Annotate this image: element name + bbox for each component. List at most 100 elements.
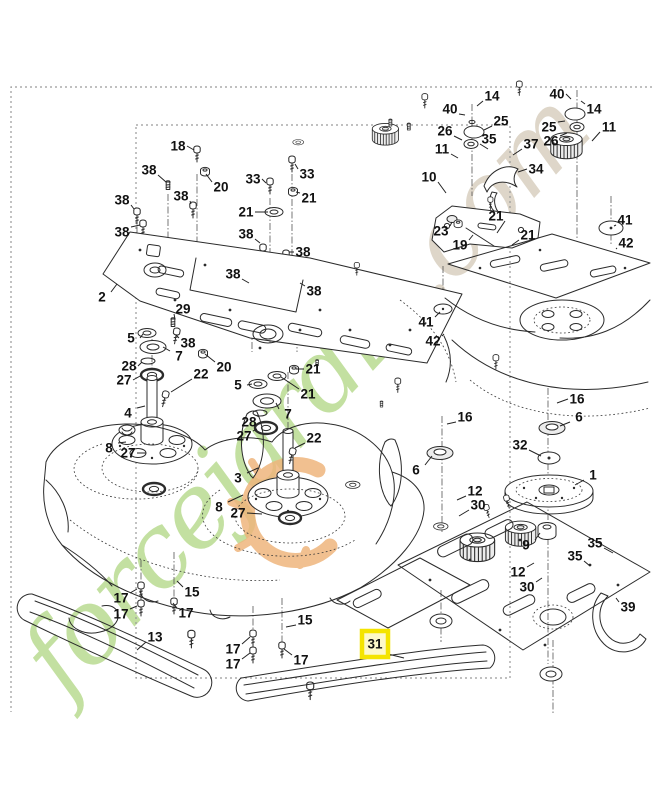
part-callout-42[interactable]: 42: [425, 334, 445, 349]
part-callout-3[interactable]: 3: [234, 467, 259, 486]
part-callout-42[interactable]: 42: [615, 236, 634, 251]
part-callout-8[interactable]: 8: [105, 441, 127, 456]
part-callout-31-highlighted[interactable]: 31: [359, 628, 405, 660]
part-callout-25[interactable]: 25: [483, 114, 509, 131]
part-callout-41[interactable]: 41: [613, 213, 633, 228]
part-callout-12[interactable]: 12: [456, 484, 483, 501]
part-callout-38[interactable]: 38: [114, 193, 135, 210]
part-callout-14[interactable]: 14: [476, 89, 500, 107]
part-callout-20[interactable]: 20: [205, 173, 229, 195]
part-callout-7[interactable]: 7: [162, 346, 183, 364]
part-callout-12[interactable]: 12: [510, 562, 535, 580]
part-callout-9[interactable]: 9: [522, 532, 541, 553]
part-callout-27[interactable]: 27: [116, 373, 143, 388]
part-callout-17[interactable]: 17: [113, 588, 138, 606]
part-callout-38[interactable]: 38: [114, 225, 141, 240]
part-callout-35[interactable]: 35: [587, 536, 614, 554]
part-callout-38[interactable]: 38: [238, 227, 261, 244]
part-number-label: 41: [418, 315, 434, 330]
part-callout-38[interactable]: 38: [141, 163, 167, 183]
part-callout-14[interactable]: 14: [580, 100, 602, 117]
part-callout-33[interactable]: 33: [245, 172, 267, 187]
part-callout-38[interactable]: 38: [299, 282, 322, 299]
mounting-plate-right: [336, 480, 651, 682]
part-callout-28[interactable]: 28: [241, 414, 259, 430]
leader-line: [450, 153, 459, 159]
part-callout-32[interactable]: 32: [512, 438, 542, 457]
part-callout-33[interactable]: 33: [294, 163, 315, 182]
inner-dashed-border: [135, 124, 511, 679]
part-callout-34[interactable]: 34: [517, 162, 544, 177]
part-number-label: 5: [127, 331, 135, 346]
part-callout-17[interactable]: 17: [283, 648, 309, 668]
part-callout-5[interactable]: 5: [127, 331, 144, 346]
part-callout-11[interactable]: 11: [435, 142, 459, 159]
leader-line: [446, 421, 457, 425]
part-callout-35[interactable]: 35: [567, 549, 591, 567]
part-callout-21[interactable]: 21: [296, 362, 321, 377]
part-callout-38[interactable]: 38: [289, 245, 311, 260]
part-callout-19[interactable]: 19: [452, 234, 474, 253]
part-callout-28[interactable]: 28: [121, 359, 143, 374]
part-callout-5[interactable]: 5: [234, 378, 253, 393]
part-number-label: 38: [238, 227, 254, 242]
leader-line: [565, 93, 572, 100]
part-callout-21[interactable]: 21: [295, 191, 317, 206]
leader-line: [110, 283, 118, 293]
part-callout-37[interactable]: 37: [512, 137, 539, 156]
leader-line: [526, 562, 535, 568]
part-number-label: 38: [141, 163, 157, 178]
part-callout-22[interactable]: 22: [294, 431, 322, 449]
part-callout-38[interactable]: 38: [175, 334, 196, 351]
part-callout-21[interactable]: 21: [280, 376, 316, 402]
part-callout-26[interactable]: 26: [543, 132, 568, 149]
part-callout-17[interactable]: 17: [113, 605, 138, 622]
part-number-label: 1: [589, 468, 597, 483]
part-callout-27[interactable]: 27: [236, 429, 258, 444]
part-callout-41[interactable]: 41: [418, 311, 441, 330]
part-callout-20[interactable]: 20: [204, 353, 232, 375]
part-callout-2[interactable]: 2: [98, 283, 118, 305]
leader-line: [449, 221, 453, 227]
part-callout-38[interactable]: 38: [225, 267, 250, 284]
part-callout-18[interactable]: 18: [170, 139, 195, 154]
part-callout-26[interactable]: 26: [437, 124, 463, 141]
leader-line: [615, 247, 618, 250]
part-callout-17[interactable]: 17: [225, 636, 251, 657]
part-callout-17[interactable]: 17: [225, 652, 251, 672]
part-callout-21[interactable]: 21: [488, 209, 506, 234]
part-callout-1[interactable]: 1: [574, 468, 597, 486]
part-callout-27[interactable]: 27: [120, 446, 146, 461]
part-callout-6[interactable]: 6: [412, 455, 433, 478]
part-callout-16[interactable]: 16: [556, 392, 585, 407]
part-callout-6[interactable]: 6: [559, 410, 583, 427]
part-callout-15[interactable]: 15: [285, 613, 313, 628]
part-callout-17[interactable]: 17: [172, 602, 194, 621]
part-callout-21[interactable]: 21: [511, 228, 536, 246]
leader-line: [453, 135, 463, 141]
part-callout-40[interactable]: 40: [549, 87, 572, 102]
part-callout-11[interactable]: 11: [591, 120, 617, 142]
part-callout-8[interactable]: 8: [215, 494, 244, 515]
part-callout-38[interactable]: 38: [173, 189, 192, 205]
part-callout-10[interactable]: 10: [421, 170, 447, 194]
part-number-label: 21: [300, 387, 316, 402]
part-callout-21[interactable]: 21: [238, 205, 268, 220]
part-callout-23[interactable]: 23: [433, 221, 453, 239]
part-callout-16[interactable]: 16: [446, 410, 473, 425]
part-number-label: 30: [470, 498, 485, 513]
part-callout-27[interactable]: 27: [230, 506, 263, 521]
part-callout-29[interactable]: 29: [173, 302, 191, 320]
part-callout-30[interactable]: 30: [519, 577, 543, 595]
part-callout-7[interactable]: 7: [275, 402, 292, 422]
part-callout-30[interactable]: 30: [458, 498, 486, 517]
part-callout-25[interactable]: 25: [541, 120, 566, 135]
part-callout-39[interactable]: 39: [615, 597, 636, 615]
part-callout-15[interactable]: 15: [176, 580, 200, 600]
part-callout-22[interactable]: 22: [170, 367, 209, 393]
leader-line: [283, 648, 293, 656]
part-callout-4[interactable]: 4: [124, 406, 146, 421]
part-callout-40[interactable]: 40: [442, 102, 466, 117]
part-callout-13[interactable]: 13: [136, 630, 163, 651]
part-callout-35[interactable]: 35: [479, 132, 497, 150]
